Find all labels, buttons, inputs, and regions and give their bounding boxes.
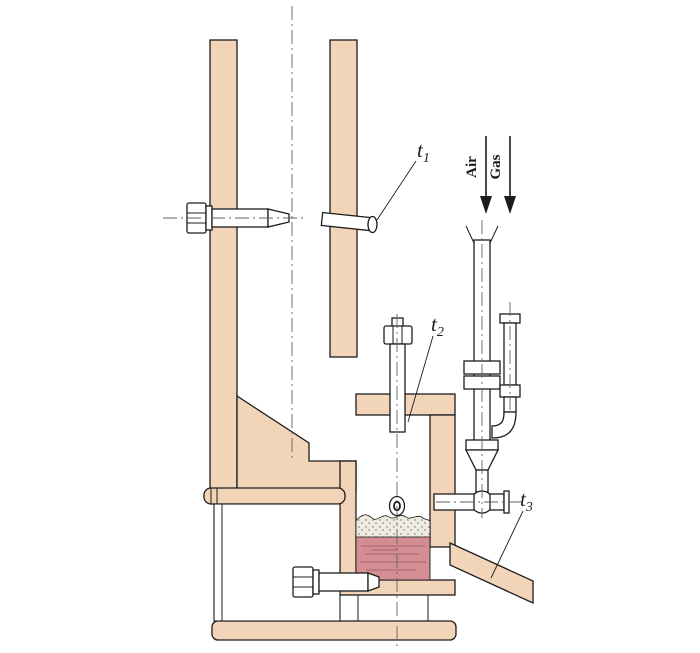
t2-leader-line (407, 335, 434, 423)
t1-label: t1 (417, 138, 430, 166)
t2-probe-pipe (389, 343, 406, 433)
liquid-melt (355, 535, 431, 581)
t2-probe-nut (383, 325, 413, 345)
chamber-right-wall (429, 414, 456, 548)
t3-leader-line (490, 510, 524, 579)
air-inlet-flare (465, 225, 475, 244)
air-inlet-flare (489, 225, 499, 244)
stack-right-wall (329, 39, 358, 358)
t2-label: t2 (431, 312, 444, 340)
drain-pipe-body (318, 572, 369, 592)
stack-left-wall (209, 39, 238, 493)
t1-nozzle-end (367, 215, 378, 234)
drain-hex-flange (292, 566, 314, 598)
drain-washer (312, 569, 320, 595)
air-label: Air (464, 156, 480, 178)
gas-label: Gas (488, 154, 504, 179)
t3-label: t3 (520, 487, 533, 515)
t1-leader-line (376, 160, 417, 221)
gas-arrowhead-icon (504, 196, 516, 214)
supply-arrows: Air Gas (464, 136, 516, 214)
lower-support-chamber (213, 503, 341, 622)
gas-elbow (491, 411, 517, 439)
bridge-step-wall (236, 394, 357, 493)
temperature-labels: t1 t2 t3 (376, 138, 533, 579)
drain-pipe-tip (367, 572, 380, 592)
liquid-texture-lines (360, 545, 426, 571)
centerlines (163, 6, 524, 650)
melt-bath (355, 495, 431, 581)
bath-left-wall (339, 460, 357, 588)
t1-nozzle-pipe (320, 211, 372, 232)
air-arrowhead-icon (480, 196, 492, 214)
t2-probe (383, 317, 413, 433)
foam-layer (355, 514, 431, 538)
bottom-drain-pipe (292, 566, 380, 598)
base-slab (211, 620, 457, 641)
support-shelf (203, 487, 346, 505)
discharge-chute (449, 541, 534, 605)
t1-nozzle (320, 211, 378, 234)
